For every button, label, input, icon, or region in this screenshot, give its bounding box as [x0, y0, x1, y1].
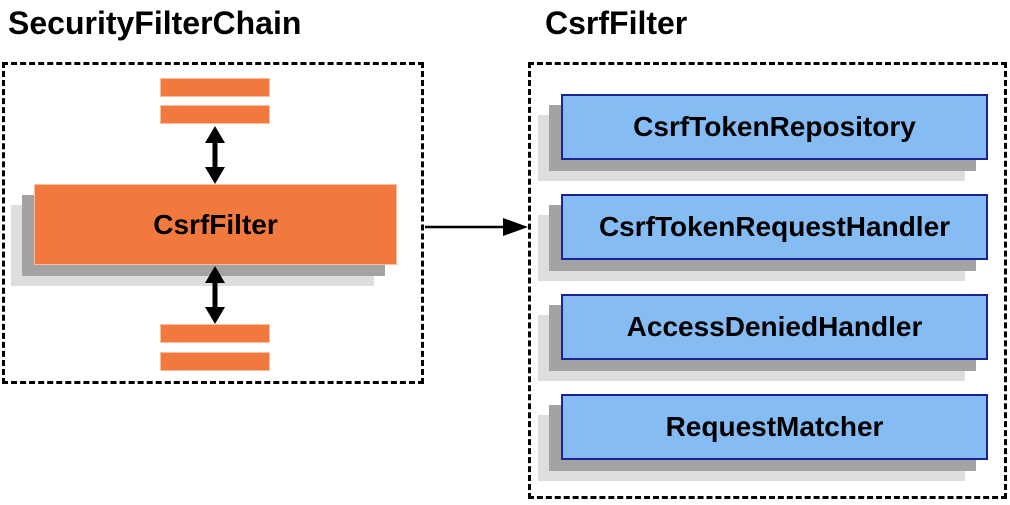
- component-box-label: CsrfTokenRequestHandler: [598, 211, 951, 242]
- csrf-filter-box-label: CsrfFilter: [153, 208, 278, 240]
- csrf-filter-panel: [528, 62, 1007, 499]
- filter-placeholder-bar: [160, 324, 270, 343]
- csrf-filter-title: CsrfFilter: [545, 5, 688, 41]
- bidirectional-arrow-icon: [197, 266, 233, 324]
- filter-placeholder-bar: [160, 105, 270, 124]
- component-box-request-matcher: RequestMatcher: [561, 394, 988, 460]
- component-box-label: CsrfTokenRepository: [633, 111, 916, 142]
- security-filter-chain-panel: [2, 62, 424, 384]
- filter-placeholder-bar: [160, 78, 270, 97]
- csrf-filter-box: CsrfFilter: [34, 184, 397, 265]
- filter-placeholder-bar: [160, 352, 270, 371]
- connector-arrow-icon: [425, 212, 528, 242]
- bidirectional-arrow-icon: [197, 126, 233, 184]
- component-box-label: AccessDeniedHandler: [626, 311, 923, 342]
- component-box-csrf-token-repository: CsrfTokenRepository: [561, 94, 988, 160]
- component-box-label: RequestMatcher: [665, 411, 884, 442]
- component-box-access-denied-handler: AccessDeniedHandler: [561, 294, 988, 360]
- security-filter-chain-title: SecurityFilterChain: [8, 5, 302, 41]
- component-box-csrf-token-request-handler: CsrfTokenRequestHandler: [561, 194, 988, 260]
